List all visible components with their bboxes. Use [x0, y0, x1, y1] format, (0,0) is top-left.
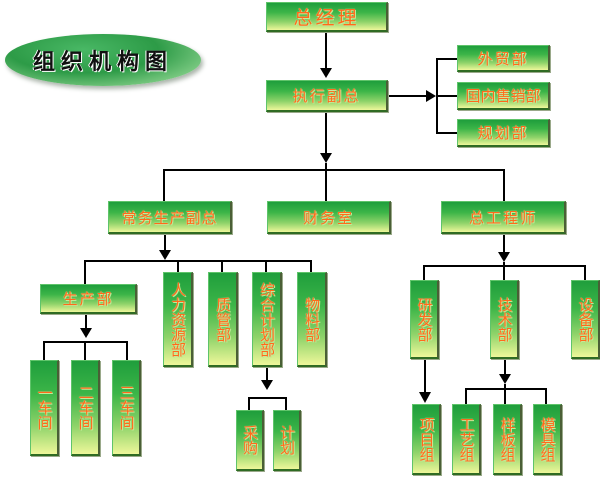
- node-foreign-trade[interactable]: 外贸部: [457, 45, 550, 72]
- node-process-group[interactable]: 工艺组: [452, 404, 481, 475]
- chart-title: 组织机构图: [5, 34, 201, 86]
- node-equipment[interactable]: 设备部: [571, 280, 600, 359]
- node-hr[interactable]: 人力资源部: [163, 272, 193, 367]
- node-plan[interactable]: 计划: [273, 410, 301, 471]
- node-production-dept[interactable]: 生产部: [40, 284, 137, 314]
- node-planning-dept[interactable]: 规划部: [457, 119, 550, 147]
- node-mold-group[interactable]: 模具组: [533, 404, 562, 475]
- node-workshop-1[interactable]: 一车间: [30, 360, 59, 456]
- node-general-manager[interactable]: 总经理: [266, 2, 388, 32]
- node-workshop-3[interactable]: 三车间: [112, 360, 141, 456]
- arrow-down-icon: [261, 380, 273, 390]
- node-sample-group[interactable]: 样板组: [493, 404, 522, 475]
- arrow-down-icon: [159, 250, 171, 260]
- node-production-vp[interactable]: 常务生产副总: [108, 201, 232, 234]
- arrow-down-icon: [320, 153, 332, 163]
- arrow-right-icon: [426, 90, 436, 102]
- node-quality-control[interactable]: 质管部: [208, 272, 238, 367]
- node-materials[interactable]: 物料部: [297, 272, 327, 367]
- arrow-down-icon: [499, 374, 511, 384]
- node-workshop-2[interactable]: 二车间: [71, 360, 100, 456]
- node-project-group[interactable]: 项目组: [412, 404, 441, 475]
- node-general-planning[interactable]: 综合计划部: [252, 272, 282, 367]
- node-executive-vp[interactable]: 执行副总: [266, 80, 388, 112]
- node-domestic-sales[interactable]: 国内售销部: [457, 82, 550, 110]
- arrow-down-icon: [80, 328, 92, 338]
- arrow-down-icon: [498, 252, 510, 262]
- node-purchasing[interactable]: 采购: [236, 410, 264, 471]
- node-technology[interactable]: 技术部: [490, 280, 519, 359]
- node-chief-engineer[interactable]: 总工程师: [441, 201, 566, 234]
- node-finance[interactable]: 财务室: [267, 201, 391, 234]
- arrow-down-icon: [419, 392, 431, 403]
- node-rnd[interactable]: 研发部: [410, 280, 439, 359]
- arrow-down-icon: [320, 68, 332, 78]
